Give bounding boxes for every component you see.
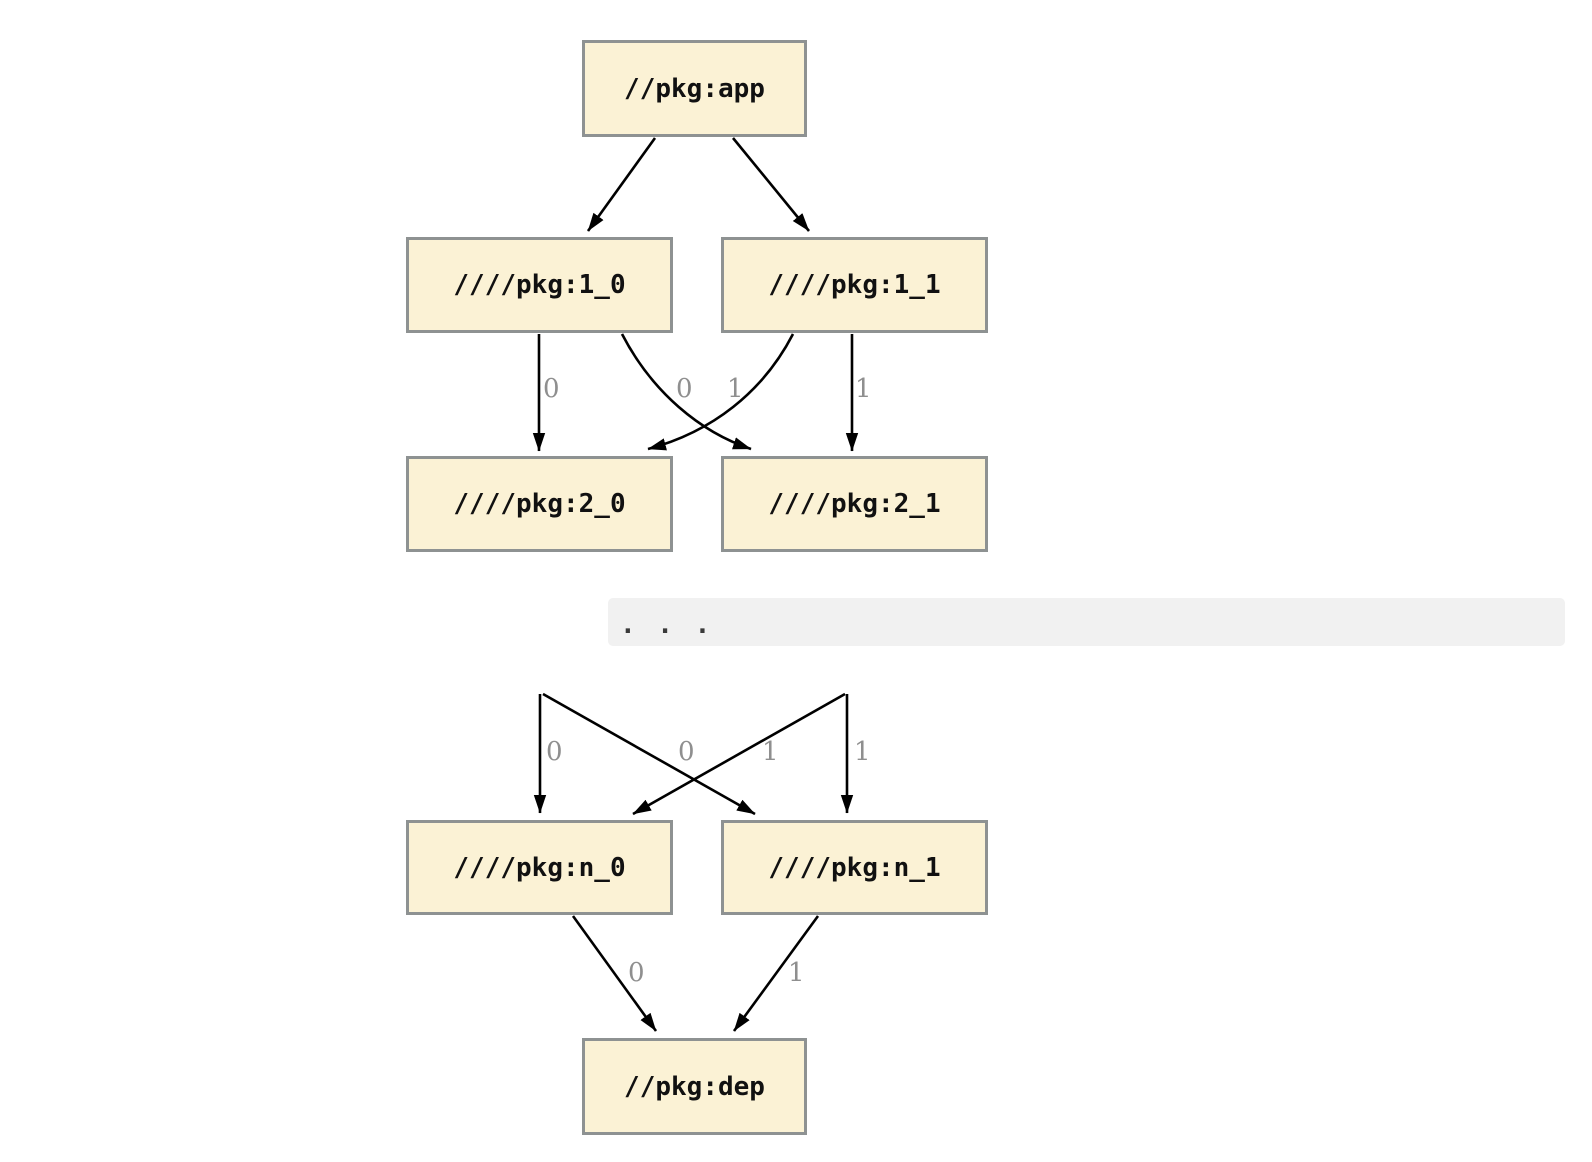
edge-n_1-to-dep — [732, 915, 820, 1032]
truncation-bar: . . . — [608, 598, 1565, 646]
edge-label-mid-to-n_0: 0 — [546, 737, 563, 767]
truncation-ellipsis: . . . — [620, 609, 711, 640]
node-pkg-n_1: ////pkg:n_1 — [721, 820, 988, 915]
edge-mid-cross-to-n_0 — [632, 692, 846, 816]
node-pkg-1_1: ////pkg:1_1 — [721, 237, 988, 333]
edge-app-to-1_0 — [586, 137, 657, 232]
edge-label-n_1-to-dep: 1 — [788, 958, 805, 988]
edge-label-mid-to-n_1: 1 — [854, 737, 871, 767]
edge-label-1_1-to-2_0: 0 — [676, 374, 693, 404]
node-pkg-app: //pkg:app — [582, 40, 807, 137]
edge-label-1_0-to-2_1: 1 — [727, 374, 744, 404]
node-pkg-2_0: ////pkg:2_0 — [406, 456, 673, 552]
edge-app-to-1_1 — [731, 137, 811, 232]
edge-label-1_0-to-2_0: 0 — [543, 374, 560, 404]
edge-label-mid-cross-to-n_1: 1 — [762, 737, 779, 767]
edge-label-1_1-to-2_1: 1 — [855, 374, 872, 404]
node-pkg-n_0: ////pkg:n_0 — [406, 820, 673, 915]
edge-mid-cross-to-n_1 — [542, 692, 756, 816]
edge-label-n_0-to-dep: 0 — [628, 958, 645, 988]
node-pkg-dep: //pkg:dep — [582, 1038, 807, 1135]
edge-1_1-to-2_0 — [647, 333, 795, 451]
node-pkg-2_1: ////pkg:2_1 — [721, 456, 988, 552]
node-pkg-1_0: ////pkg:1_0 — [406, 237, 673, 333]
edge-label-mid-cross-to-n_0: 0 — [678, 737, 695, 767]
